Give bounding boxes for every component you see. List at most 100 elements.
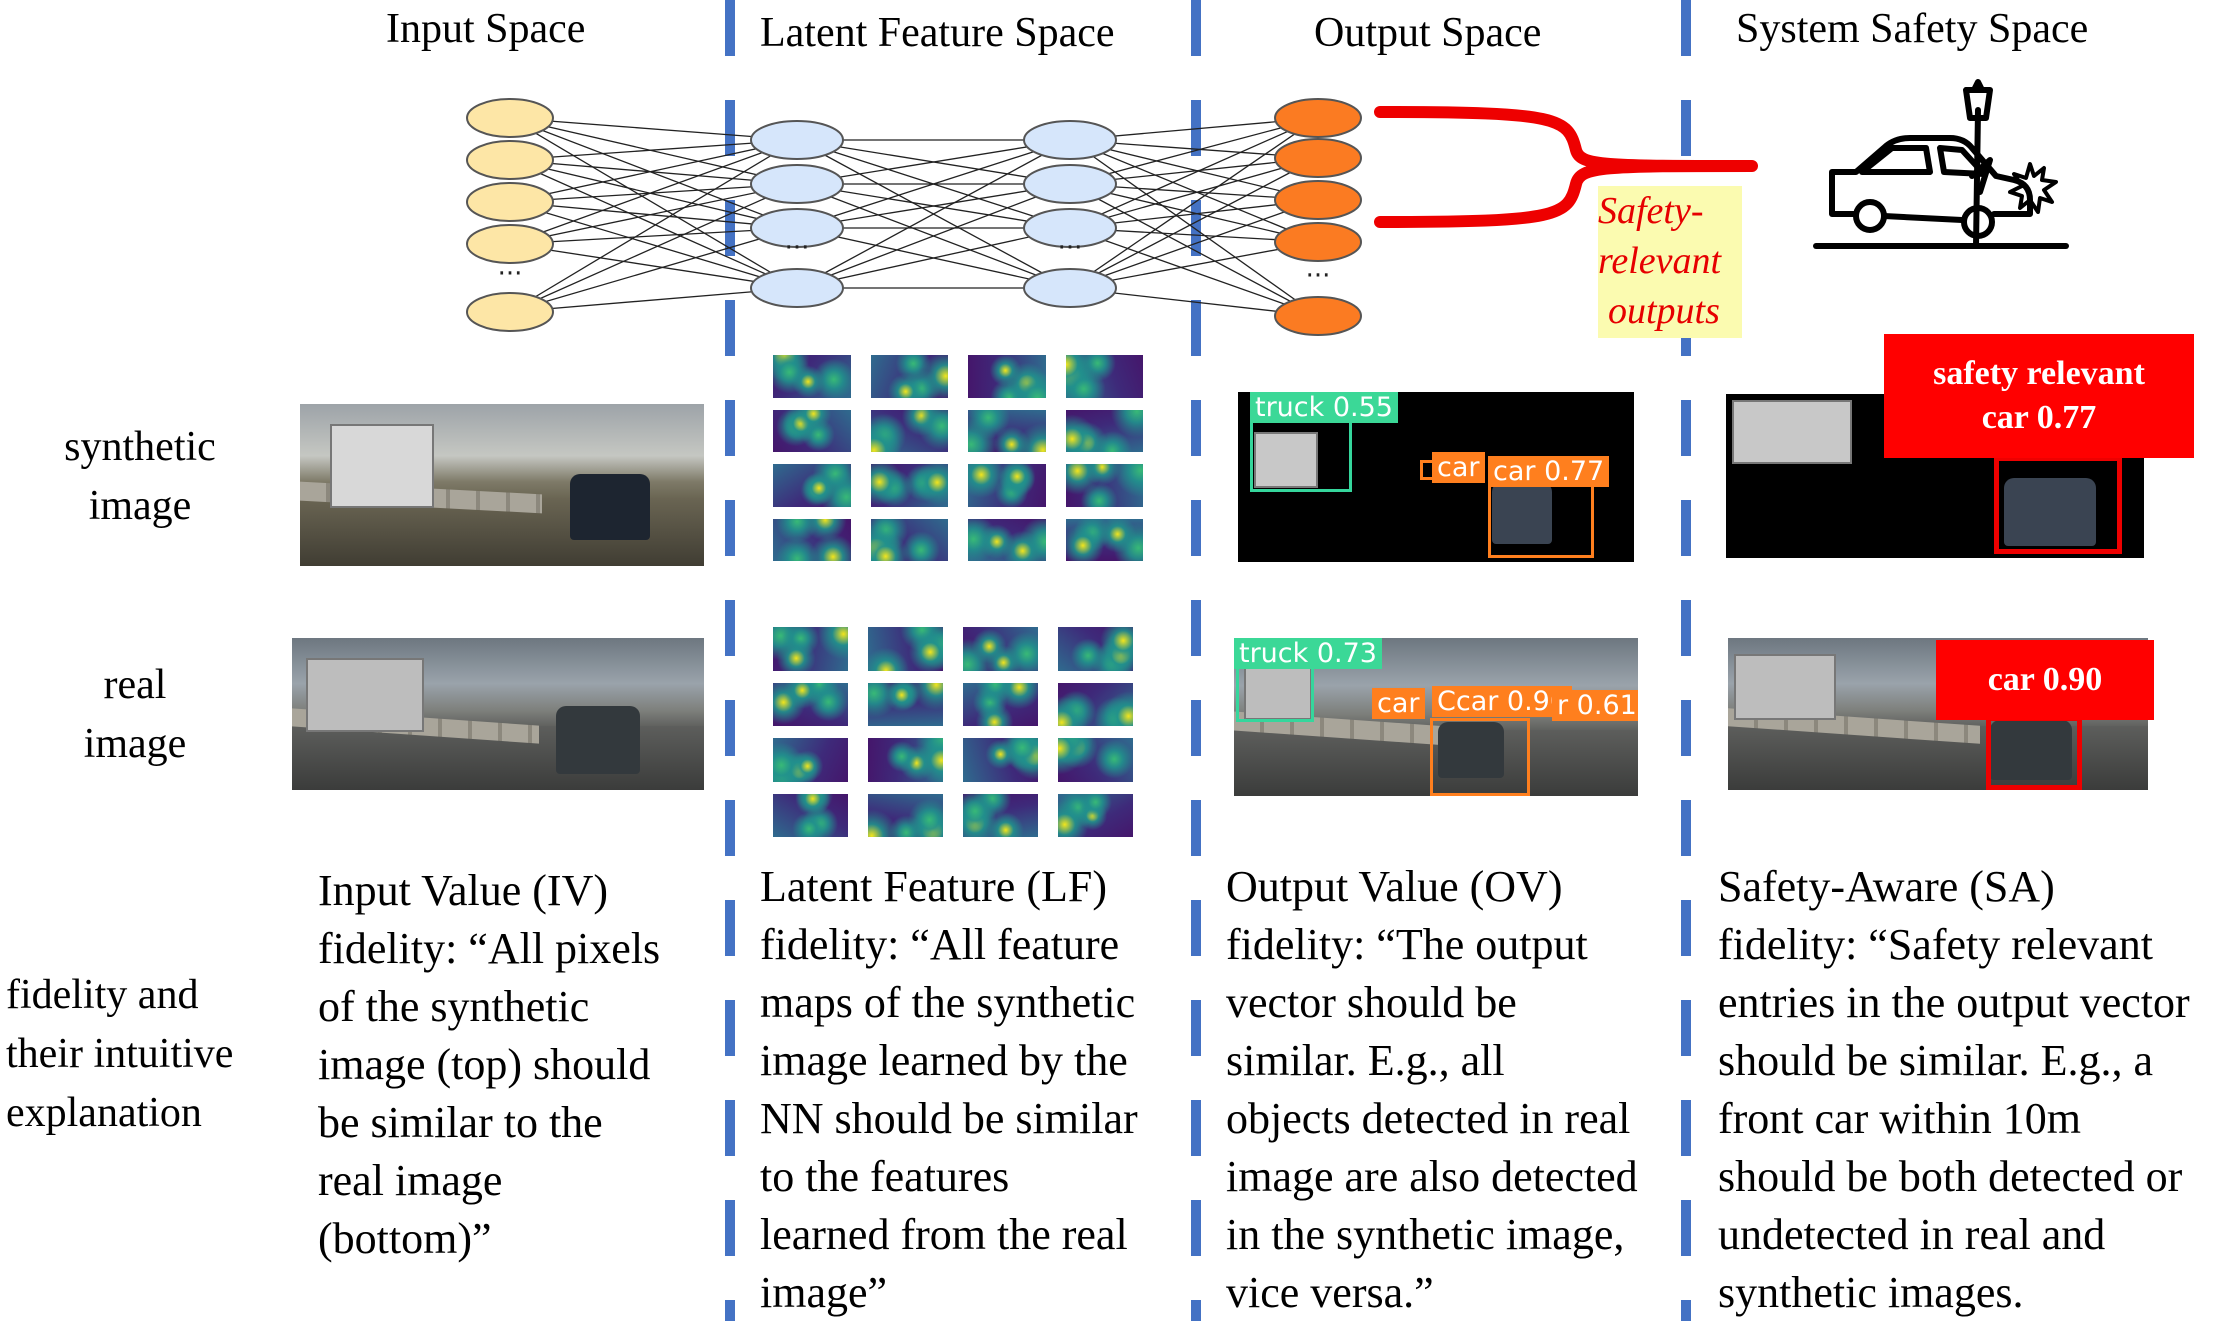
feature-map-tile — [1064, 354, 1144, 399]
ellipsis-marker: ··· — [1058, 233, 1083, 263]
detection-label: Ccar 0.90 — [1432, 686, 1573, 717]
network-edge — [509, 183, 798, 313]
network-edge — [1069, 157, 1319, 229]
car-crash-icon — [1813, 79, 2069, 249]
network-edge — [796, 139, 1071, 229]
network-edge — [1069, 117, 1319, 185]
network-edge — [1069, 117, 1319, 289]
detection-label: car — [1432, 452, 1485, 483]
network-edge — [796, 183, 1071, 289]
feature-map-tile — [962, 626, 1039, 672]
explanation-latent-feature-fidelity: Latent Feature (LF)fidelity: “All featur… — [760, 858, 1138, 1321]
explanation-line: Safety-Aware (SA) — [1718, 862, 2055, 911]
network-edge — [1069, 139, 1319, 201]
feature-map-tile — [867, 737, 944, 783]
feature-map-tile — [962, 681, 1039, 727]
explanation-line: entries in the output vector — [1718, 978, 2190, 1027]
detection-label: truck 0.55 — [1250, 392, 1398, 423]
feature-map-tile — [1057, 737, 1134, 783]
safety-relevant-outputs-note: Safety- relevant outputs — [1598, 186, 1742, 338]
network-edge — [796, 139, 1071, 185]
feature-map-tile — [967, 354, 1047, 399]
explanation-line: learned from the real — [760, 1210, 1128, 1259]
network-edge — [509, 227, 798, 245]
network-edge — [509, 243, 798, 289]
safety-relevant-detection-badge: safety relevant car 0.77 — [1884, 334, 2194, 458]
feature-map-tile — [1057, 626, 1134, 672]
explanation-line: image learned by the — [760, 1036, 1128, 1085]
network-edge — [509, 139, 798, 313]
network-edge — [509, 117, 798, 185]
network-edge — [1069, 227, 1319, 317]
explanation-line: real image — [318, 1156, 503, 1205]
network-edge — [509, 227, 798, 313]
explanation-line: front car within 10m — [1718, 1094, 2081, 1143]
synthetic-input-image — [300, 404, 704, 566]
network-node — [750, 208, 844, 248]
network-node — [1023, 164, 1117, 204]
network-node — [1274, 98, 1362, 138]
safety-bracket — [1374, 106, 1758, 228]
network-node — [466, 292, 554, 332]
feature-map-tile — [967, 517, 1047, 562]
network-edge — [796, 139, 1071, 289]
feature-map-tile — [869, 408, 949, 453]
network-node — [466, 98, 554, 138]
network-node — [750, 268, 844, 308]
real-feature-maps — [772, 626, 1134, 838]
explanation-line: fidelity: “All pixels — [318, 924, 661, 973]
feature-map-tile — [1057, 792, 1134, 838]
ellipsis-marker: ··· — [785, 233, 810, 263]
detection-label: r 0.61 — [1552, 690, 1638, 721]
network-node — [1274, 222, 1362, 262]
synthetic-feature-maps — [772, 354, 1144, 562]
network-edge — [1069, 139, 1319, 317]
network-edge — [509, 159, 798, 289]
title-input-space: Input Space — [386, 6, 586, 52]
explanation-line: fidelity: “All feature — [760, 920, 1120, 969]
explanation-line: fidelity: “The output — [1226, 920, 1588, 969]
feature-map-tile — [1064, 408, 1144, 453]
feature-map-tile — [772, 517, 852, 562]
explanation-line: Input Value (IV) — [318, 866, 608, 915]
detection-label: car — [1372, 688, 1425, 719]
network-edge — [796, 183, 1071, 229]
feature-map-tile — [962, 792, 1039, 838]
feature-map-tile — [772, 408, 852, 453]
real-output-image: truck 0.73 car Ccar 0.90 r 0.61 — [1234, 638, 1638, 796]
network-edge — [509, 117, 798, 229]
feature-map-tile — [772, 792, 849, 838]
explanation-line: image are also detected — [1226, 1152, 1638, 1201]
network-edge — [509, 139, 798, 245]
network-edge — [509, 139, 798, 203]
feature-map-tile — [967, 463, 1047, 508]
network-node — [466, 224, 554, 264]
explanation-safety-aware-fidelity: Safety-Aware (SA)fidelity: “Safety relev… — [1718, 858, 2190, 1321]
feature-map-tile — [867, 681, 944, 727]
network-edge — [1069, 139, 1319, 243]
network-edge — [509, 117, 798, 289]
row-label-synthetic-image: synthetic image — [64, 424, 216, 529]
feature-map-tile — [867, 626, 944, 672]
feature-map-tile — [772, 463, 852, 508]
network-node — [1023, 208, 1117, 248]
network-edge — [1069, 157, 1319, 289]
row-label-real-image: real image — [83, 662, 187, 767]
feature-map-tile — [1064, 517, 1144, 562]
explanation-line: image” — [760, 1268, 888, 1317]
network-edge — [509, 159, 798, 229]
network-edge — [509, 287, 798, 313]
feature-map-tile — [867, 792, 944, 838]
explanation-line: image (top) should — [318, 1040, 651, 1089]
network-edge — [1069, 199, 1319, 289]
explanation-line: NN should be similar — [760, 1094, 1138, 1143]
feature-map-tile — [772, 737, 849, 783]
network-node — [1023, 120, 1117, 160]
explanation-line: to the features — [760, 1152, 1010, 1201]
network-node — [466, 140, 554, 180]
explanation-line: (bottom)” — [318, 1214, 492, 1263]
safety-bracket-path — [1374, 106, 1758, 228]
network-node — [1274, 180, 1362, 220]
